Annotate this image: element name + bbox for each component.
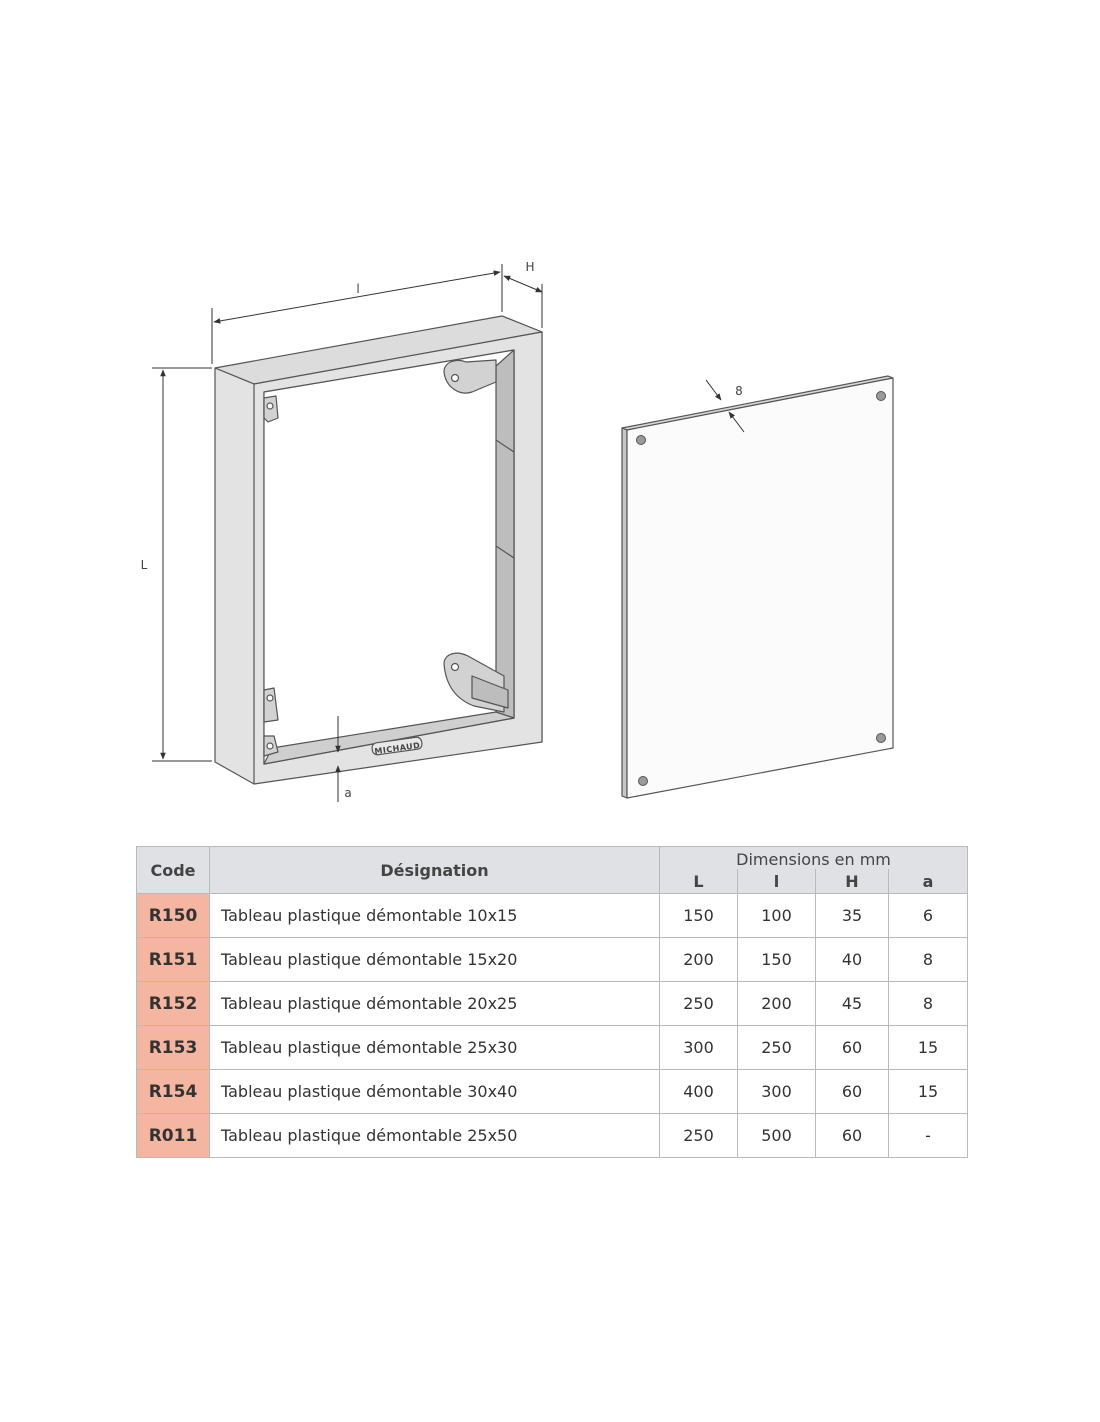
- product-spec-table: Code Désignation Dimensions en mm L l H …: [136, 846, 969, 1158]
- cell-code: R153: [136, 1025, 210, 1070]
- cell-a: -: [887, 1113, 969, 1158]
- header-L: L: [659, 869, 738, 894]
- cell-H: 35: [815, 893, 889, 938]
- cell-l: 500: [737, 1113, 816, 1158]
- cell-L: 150: [659, 893, 738, 938]
- cell-l: 150: [737, 937, 816, 982]
- cell-l: 250: [737, 1025, 816, 1070]
- cell-code: R151: [136, 937, 210, 982]
- cell-a: 15: [887, 1069, 969, 1114]
- cell-designation: Tableau plastique démontable 15x20: [209, 937, 660, 982]
- back-panel-drawing: [621, 375, 894, 799]
- header-a: a: [887, 869, 969, 894]
- panel-screws: [636, 391, 886, 786]
- cell-designation: Tableau plastique démontable 25x30: [209, 1025, 660, 1070]
- table-row: R011 Tableau plastique démontable 25x50 …: [136, 1113, 969, 1158]
- table-row: R151 Tableau plastique démontable 15x20 …: [136, 937, 969, 982]
- cell-l: 300: [737, 1069, 816, 1114]
- cell-l: 200: [737, 981, 816, 1026]
- cell-a: 15: [887, 1025, 969, 1070]
- cell-l: 100: [737, 893, 816, 938]
- header-designation: Désignation: [209, 846, 660, 894]
- dimension-length: [152, 367, 212, 762]
- label-width: l: [356, 282, 359, 296]
- product-illustration: MICHAUD l H L a 8: [141, 260, 894, 802]
- cell-L: 250: [659, 1113, 738, 1158]
- cell-a: 8: [887, 981, 969, 1026]
- cell-L: 400: [659, 1069, 738, 1114]
- cell-code: R152: [136, 981, 210, 1026]
- label-lip: a: [344, 786, 351, 800]
- dimension-width: [211, 264, 503, 364]
- cell-L: 200: [659, 937, 738, 982]
- cell-L: 300: [659, 1025, 738, 1070]
- cell-designation: Tableau plastique démontable 30x40: [209, 1069, 660, 1114]
- table-row: R152 Tableau plastique démontable 20x25 …: [136, 981, 969, 1026]
- cell-H: 60: [815, 1113, 889, 1158]
- cell-H: 60: [815, 1025, 889, 1070]
- label-depth: H: [525, 260, 534, 274]
- label-length: L: [141, 558, 148, 572]
- cell-H: 45: [815, 981, 889, 1026]
- cell-designation: Tableau plastique démontable 25x50: [209, 1113, 660, 1158]
- label-panel-thickness: 8: [735, 384, 743, 398]
- table-row: R150 Tableau plastique démontable 10x15 …: [136, 893, 969, 938]
- dimension-panel-thickness: [705, 379, 745, 433]
- header-dimensions: Dimensions en mm: [658, 846, 969, 869]
- cell-code: R150: [136, 893, 210, 938]
- dimension-depth: [503, 275, 543, 328]
- cell-designation: Tableau plastique démontable 10x15: [209, 893, 660, 938]
- table-row: R153 Tableau plastique démontable 25x30 …: [136, 1025, 969, 1070]
- cell-designation: Tableau plastique démontable 20x25: [209, 981, 660, 1026]
- frame-drawing: [214, 315, 543, 785]
- header-H: H: [815, 869, 889, 894]
- cell-H: 40: [815, 937, 889, 982]
- table-row: R154 Tableau plastique démontable 30x40 …: [136, 1069, 969, 1114]
- cell-code: R154: [136, 1069, 210, 1114]
- cell-H: 60: [815, 1069, 889, 1114]
- header-l: l: [737, 869, 816, 894]
- cell-a: 6: [887, 893, 969, 938]
- cell-L: 250: [659, 981, 738, 1026]
- cell-code: R011: [136, 1113, 210, 1158]
- header-code: Code: [136, 846, 210, 894]
- cell-a: 8: [887, 937, 969, 982]
